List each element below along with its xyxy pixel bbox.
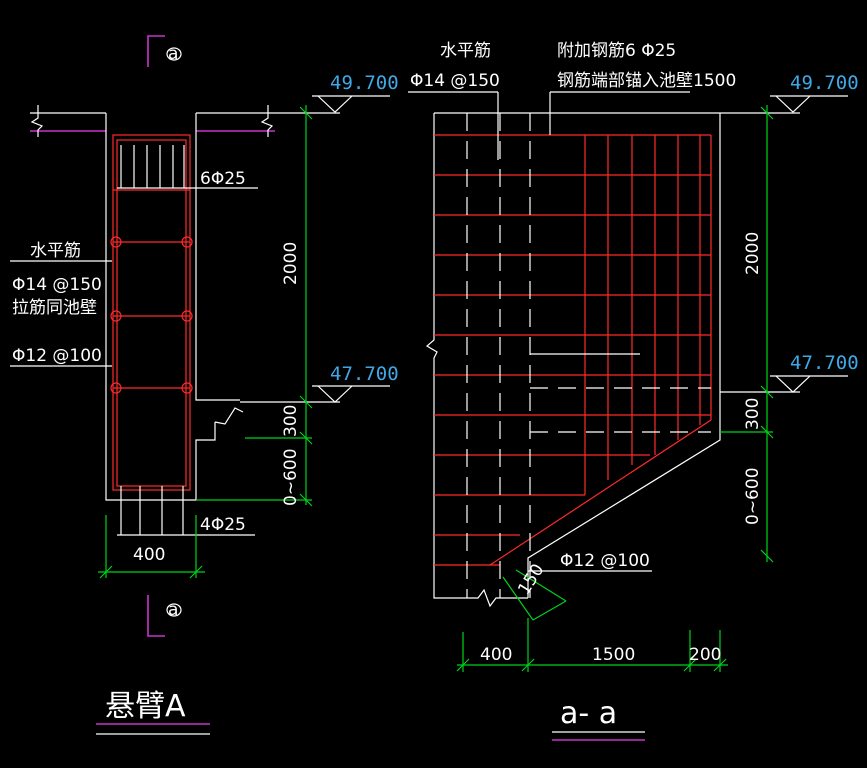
left-elev-top: 49.700	[330, 72, 399, 94]
slab-outline	[30, 105, 285, 137]
right-dim-300: 300	[743, 398, 763, 430]
right-horiz-bar-spec: Φ14 @150	[410, 71, 500, 91]
left-title: 悬臂A	[105, 689, 186, 724]
wall-outline	[425, 112, 721, 608]
left-vertical-dim	[196, 105, 313, 507]
left-elev-mid: 47.700	[330, 363, 399, 385]
section-mark-bottom	[147, 595, 182, 637]
column-outline	[105, 113, 244, 501]
right-extra-bars: 附加钢筋6 Φ25	[557, 41, 676, 61]
elev-mark-top-left	[285, 95, 390, 114]
right-dim-200: 200	[689, 645, 721, 665]
left-stirrup: Φ12 @100	[12, 346, 102, 366]
top-bar-leaders	[117, 145, 258, 189]
elev-mark-mid-left	[240, 385, 390, 403]
right-dim-400: 400	[480, 645, 512, 665]
elev-mark-mid-right	[720, 375, 848, 393]
left-horiz-bar-title: 水平筋	[30, 241, 81, 261]
left-dim-0600: 0~600	[281, 448, 301, 506]
bottom-bar-leaders	[117, 486, 255, 536]
right-anchor-note: 钢筋端部锚入池壁1500	[557, 71, 736, 91]
section-mark-top	[147, 35, 182, 67]
right-leaders	[408, 91, 690, 572]
left-view: a a	[10, 35, 390, 735]
right-dim-150: 150	[514, 561, 548, 599]
vertical-bars	[489, 135, 712, 566]
right-view	[408, 91, 848, 741]
right-stirrup: Φ12 @100	[560, 551, 650, 571]
right-elev-mid: 47.700	[790, 352, 859, 374]
right-elev-top: 49.700	[790, 72, 859, 94]
dashed-bars	[466, 113, 711, 598]
left-dim-width: 400	[133, 545, 165, 565]
left-bottom-bars: 4Φ25	[200, 515, 246, 535]
left-dim-300: 300	[281, 405, 301, 437]
right-vertical-dim	[720, 105, 774, 563]
rebar-cage	[110, 134, 193, 491]
right-dim-0600: 0~600	[743, 467, 763, 525]
right-slant-dim	[502, 569, 567, 621]
left-width-dim	[98, 515, 205, 579]
section-mark-bottom-letter: a	[168, 600, 178, 620]
right-horiz-bar-title: 水平筋	[440, 41, 491, 61]
left-dim-2000: 2000	[281, 242, 301, 285]
right-title: a- a	[560, 696, 617, 731]
right-dim-1500: 1500	[592, 645, 635, 665]
right-bottom-dim	[456, 618, 728, 672]
left-top-bars: 6Φ25	[200, 169, 246, 189]
left-horiz-bar-spec: Φ14 @150	[12, 275, 102, 295]
left-tie-note: 拉筋同池壁	[12, 298, 97, 318]
section-mark-top-letter: a	[168, 44, 178, 64]
elev-mark-top-right	[720, 95, 848, 114]
horizontal-bars	[434, 134, 711, 566]
right-dim-2000: 2000	[743, 232, 763, 275]
